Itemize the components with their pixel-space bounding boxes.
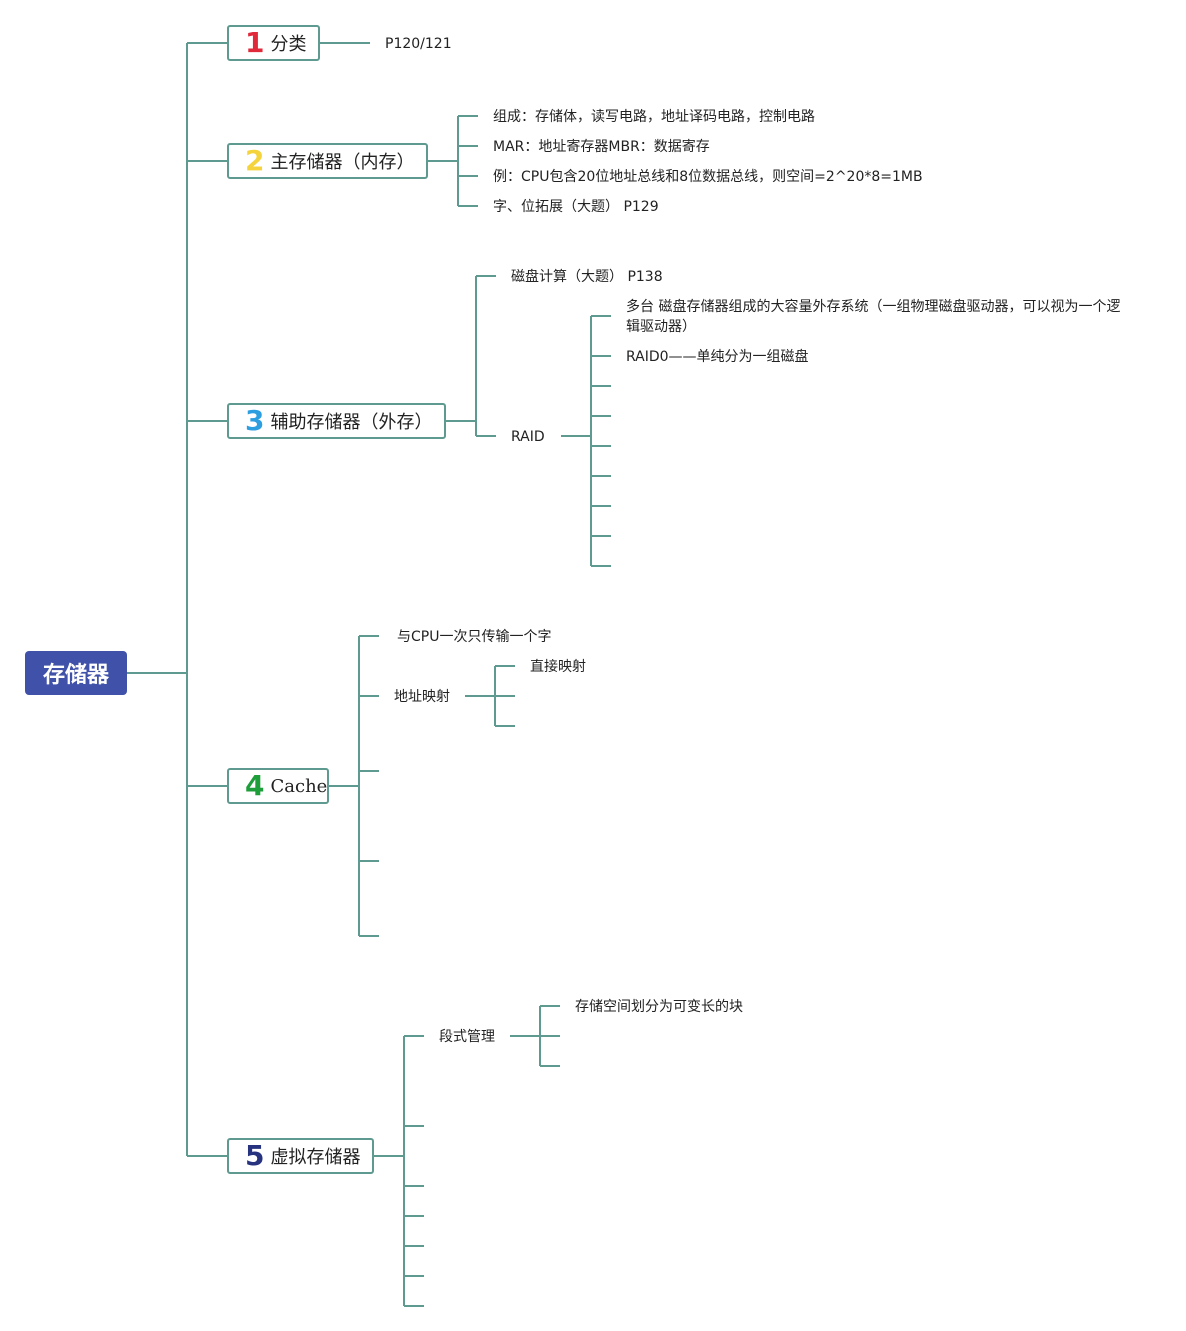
leaf-registers[interactable]: MAR：地址寄存器MBR：数据寄存 (493, 139, 710, 155)
number-4-icon: 4 (245, 769, 265, 802)
number-5-icon: 5 (245, 1139, 265, 1172)
leaf-raid-definition[interactable]: 多台 磁盘存储器组成的大容量外存系统（一组物理磁盘驱动器，可以视为一个逻辑驱动器… (626, 299, 1121, 335)
leaf-address-mapping[interactable]: 地址映射 (394, 689, 450, 705)
topic-label: 虚拟存储器 (270, 1147, 361, 1168)
topic-label: 主存储器（内存） (270, 152, 415, 173)
leaf-variable-blocks[interactable]: 存储空间划分为可变长的块 (575, 999, 743, 1015)
leaf-direct-mapping[interactable]: 直接映射 (530, 659, 586, 675)
leaf-page-ref[interactable]: P120/121 (385, 36, 452, 52)
leaf-composition[interactable]: 组成：存储体，读写电路，地址译码电路，控制电路 (493, 109, 815, 125)
leaf-segment-management[interactable]: 段式管理 (439, 1029, 495, 1045)
number-3-icon: 3 (245, 404, 265, 437)
topic-classification[interactable]: 1 分类 (227, 25, 320, 61)
leaf-raid0[interactable]: RAID0——单纯分为一组磁盘 (626, 349, 809, 365)
leaf-expansion[interactable]: 字、位拓展（大题） P129 (493, 199, 659, 215)
leaf-raid[interactable]: RAID (511, 429, 545, 445)
topic-label: 辅助存储器（外存） (270, 412, 433, 433)
root-node[interactable]: 存储器 (25, 651, 127, 695)
leaf-example[interactable]: 例：CPU包含20位地址总线和8位数据总线，则空间=2^20*8=1MB (493, 169, 923, 185)
leaf-disk-calc[interactable]: 磁盘计算（大题） P138 (511, 269, 663, 285)
topic-label: 分类 (270, 34, 307, 55)
topic-secondary-storage[interactable]: 3 辅助存储器（外存） (227, 403, 446, 439)
topic-virtual-memory[interactable]: 5 虚拟存储器 (227, 1138, 374, 1174)
topic-cache[interactable]: 4 Cache (227, 768, 329, 804)
number-2-icon: 2 (245, 144, 265, 177)
leaf-cpu-transfer[interactable]: 与CPU一次只传输一个字 (397, 629, 552, 645)
topic-main-memory[interactable]: 2 主存储器（内存） (227, 143, 428, 179)
number-1-icon: 1 (245, 26, 265, 59)
topic-label: Cache (270, 775, 328, 797)
